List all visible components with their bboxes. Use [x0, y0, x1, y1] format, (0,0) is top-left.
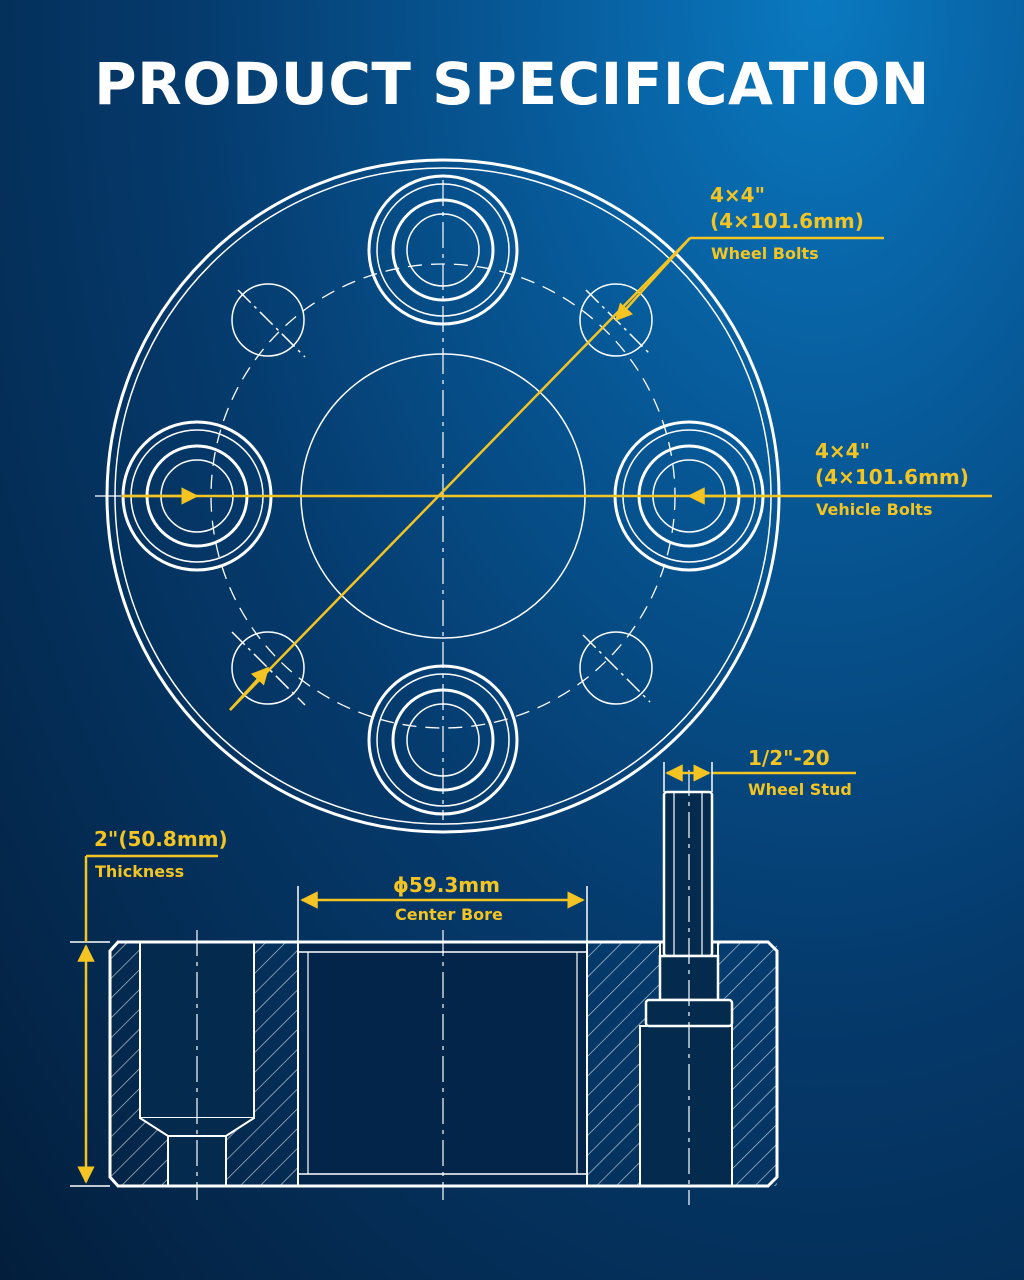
small-hole-top-left: [231, 283, 306, 358]
front-dimensions: [122, 236, 992, 711]
small-hole-top-right: [579, 283, 653, 357]
bolt-hole-top: [367, 174, 519, 326]
thickness-label: Thickness: [95, 862, 185, 881]
small-hole-bottom-left: [231, 631, 306, 706]
section-view: [70, 770, 779, 1205]
wheel-bolts-diagonal: [229, 237, 691, 711]
vehicle-bolts-pattern: 4×4": [815, 439, 871, 463]
page-title: PRODUCT SPECIFICATION: [94, 50, 930, 118]
bolt-hole-bottom: [367, 664, 519, 816]
right-counterbore: [639, 1025, 733, 1187]
small-hole-bottom-right: [579, 631, 653, 705]
wheel-bolts-label: Wheel Bolts: [711, 244, 819, 263]
vehicle-bolts-label: Vehicle Bolts: [816, 500, 933, 519]
center-bore-label: Center Bore: [395, 905, 503, 924]
thickness-value: 2"(50.8mm): [94, 827, 228, 851]
wheel-bolts-pattern: 4×4": [710, 183, 766, 207]
wheel-stud-label: Wheel Stud: [748, 780, 852, 799]
wheel-bolts-metric: (4×101.6mm): [710, 209, 864, 233]
wheel-bolts-arrow-upper: [614, 237, 691, 322]
section-outline: [108, 940, 779, 1188]
wheel-stud-size: 1/2"-20: [748, 746, 830, 770]
center-bore-value: ϕ59.3mm: [393, 873, 500, 897]
vehicle-bolts-metric: (4×101.6mm): [815, 465, 969, 489]
wheel-bolts-arrow-lower: [229, 666, 270, 711]
section-dimensions: [77, 764, 856, 1184]
